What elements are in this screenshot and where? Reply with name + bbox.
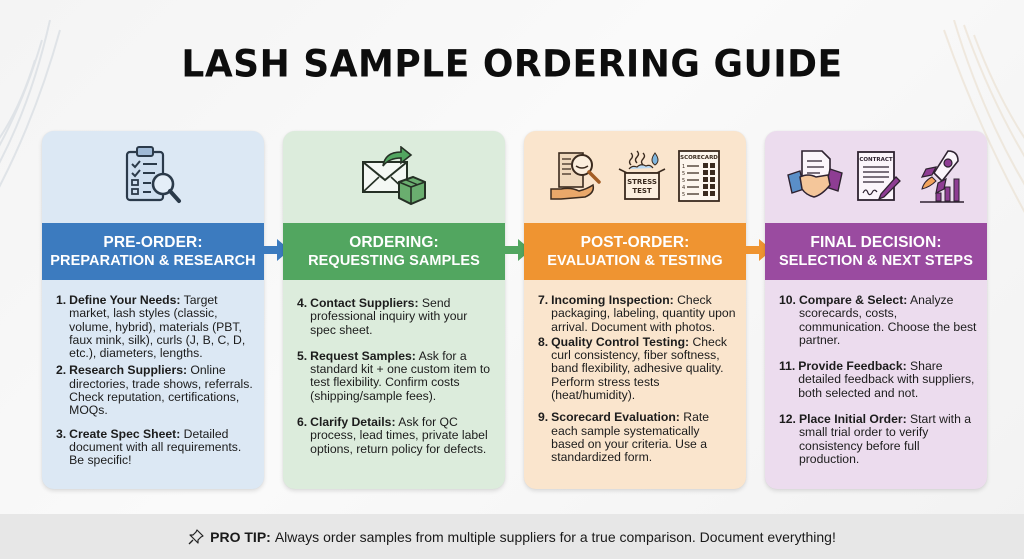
stage-steps-list: 4. Contact Suppliers: Send professional … — [297, 296, 495, 469]
stage-heading-line1: ORDERING: — [349, 233, 439, 251]
step-text: Share detailed feedback with suppliers, … — [798, 359, 975, 400]
stage-icon-area — [283, 131, 505, 223]
step-number: 4. — [297, 296, 308, 310]
stage-heading-line2: EVALUATION & TESTING — [547, 252, 723, 269]
svg-text:SCORECARD: SCORECARD — [680, 155, 718, 161]
step-item: 4. Contact Suppliers: Send professional … — [297, 296, 495, 337]
svg-text:STRESS: STRESS — [627, 178, 657, 186]
svg-text:5: 5 — [682, 171, 685, 177]
step-label: Scorecard Evaluation: — [551, 410, 680, 425]
step-item: 2. Research Suppliers: Online directorie… — [56, 364, 254, 417]
stage-card-final-decision: CONTRACT FINAL DECISION: SELECTION & NEX… — [765, 131, 987, 489]
step-text: Analyze scorecards, costs, communication… — [798, 293, 977, 347]
pro-tip-text: Always order samples from multiple suppl… — [274, 528, 836, 545]
handshake-document-icon — [787, 150, 843, 198]
step-label: Compare & Select: — [798, 293, 908, 307]
step-item: 7. Incoming Inspection: Check packaging,… — [538, 293, 736, 334]
step-number: 7. — [538, 293, 549, 307]
step-label: Provide Feedback: — [798, 359, 907, 374]
stage-card-post-order: STRESS TEST SCORECARD 1 5 5 4 5 — [524, 131, 746, 489]
step-label: Contact Suppliers: — [310, 296, 419, 310]
stress-test-box-icon: STRESS TEST — [618, 150, 666, 200]
scorecard-icon: SCORECARD 1 5 5 4 5 — [678, 150, 720, 202]
step-text: Ask for a standard kit + one custom item… — [310, 348, 491, 403]
pro-tip-label: PRO TIP: — [210, 528, 271, 545]
step-text: Rate each sample systematically based on… — [551, 410, 710, 465]
stage-card-pre-order: PRE-ORDER: PREPARATION & RESEARCH 1. Def… — [42, 131, 264, 489]
stage-icon-area — [42, 131, 264, 223]
step-number: 6. — [297, 415, 308, 430]
svg-text:5: 5 — [682, 178, 685, 184]
stage-steps-list: 10. Compare & Select: Analyze scorecards… — [779, 293, 977, 479]
step-label: Clarify Details: — [310, 415, 396, 430]
stage-steps-list: 1. Define Your Needs: Target market, las… — [56, 293, 254, 476]
stage-icon-area: CONTRACT — [765, 131, 987, 223]
inspection-magnifier-icon — [550, 152, 601, 200]
step-label: Place Initial Order: — [798, 412, 907, 427]
step-number: 3. — [56, 426, 67, 441]
step-label: Quality Control Testing: — [551, 334, 690, 349]
stage-heading-line1: POST-ORDER: — [580, 233, 690, 251]
step-number: 1. — [56, 293, 67, 307]
step-label: Create Spec Sheet: — [69, 426, 181, 441]
stages-flow: PRE-ORDER: PREPARATION & RESEARCH 1. Def… — [42, 131, 992, 489]
step-label: Research Suppliers: — [69, 363, 188, 378]
pushpin-icon — [188, 528, 204, 544]
step-text: Check packaging, labeling, quantity upon… — [551, 293, 736, 334]
step-item: 6. Clarify Details: Ask for QC process, … — [297, 415, 495, 456]
contract-signing-icon: CONTRACT — [857, 151, 901, 201]
stage-heading-line1: FINAL DECISION: — [810, 233, 942, 251]
step-number: 8. — [538, 334, 549, 349]
step-text: Detailed document with all requirements.… — [69, 426, 242, 468]
stage-heading: FINAL DECISION: SELECTION & NEXT STEPS — [765, 223, 987, 280]
step-item: 8. Quality Control Testing: Check curl c… — [538, 334, 736, 403]
step-text: Check curl consistency, fiber softness, … — [551, 334, 728, 403]
svg-text:TEST: TEST — [632, 187, 652, 195]
envelope-package-send-icon — [362, 146, 426, 206]
step-text: Online directories, trade shows, referra… — [69, 363, 253, 418]
step-item: 5. Request Samples: Ask for a standard k… — [297, 348, 495, 403]
step-item: 3. Create Spec Sheet: Detailed document … — [56, 426, 254, 468]
step-item: 11. Provide Feedback: Share detailed fee… — [779, 360, 977, 400]
stage-heading: PRE-ORDER: PREPARATION & RESEARCH — [42, 223, 264, 280]
stage-steps-list: 7. Incoming Inspection: Check packaging,… — [538, 293, 736, 473]
step-number: 5. — [297, 348, 308, 363]
stage-heading-line1: PRE-ORDER: — [103, 233, 203, 251]
step-text: Start with a small trial order to verify… — [798, 412, 972, 466]
step-text: Send professional inquiry with your spec… — [310, 296, 468, 337]
svg-text:1: 1 — [682, 164, 685, 170]
step-text: Ask for QC process, lead times, private … — [310, 415, 488, 456]
step-text: Target market, lash styles (classic, vol… — [69, 293, 246, 361]
step-number: 9. — [538, 410, 549, 425]
stage-heading: ORDERING: REQUESTING SAMPLES — [283, 223, 505, 280]
stage-heading-line2: SELECTION & NEXT STEPS — [779, 252, 973, 269]
svg-text:CONTRACT: CONTRACT — [859, 157, 893, 163]
page-title: LASH SAMPLE ORDERING GUIDE — [181, 42, 843, 87]
step-number: 2. — [56, 363, 67, 378]
step-number: 11. — [779, 359, 796, 374]
pro-tip-bar: PRO TIP: Always order samples from multi… — [0, 514, 1024, 559]
stage-heading: POST-ORDER: EVALUATION & TESTING — [524, 223, 746, 280]
step-number: 10. — [779, 293, 796, 307]
step-label: Define Your Needs: — [69, 293, 181, 307]
step-label: Incoming Inspection: — [551, 293, 674, 307]
stage-heading-line2: PREPARATION & RESEARCH — [50, 252, 256, 269]
step-item: 9. Scorecard Evaluation: Rate each sampl… — [538, 411, 736, 464]
step-item: 12. Place Initial Order: Start with a sm… — [779, 412, 977, 466]
rocket-growth-icon — [920, 150, 964, 203]
stage-heading-line2: REQUESTING SAMPLES — [308, 252, 480, 269]
step-item: 10. Compare & Select: Analyze scorecards… — [779, 293, 977, 347]
svg-text:4: 4 — [682, 185, 685, 191]
step-number: 12. — [779, 412, 796, 427]
stage-icon-area: STRESS TEST SCORECARD 1 5 5 4 5 — [524, 131, 746, 223]
stage-card-ordering: ORDERING: REQUESTING SAMPLES 4. Contact … — [283, 131, 505, 489]
clipboard-checklist-magnifier-icon — [125, 146, 181, 203]
step-item: 1. Define Your Needs: Target market, las… — [56, 293, 254, 361]
svg-text:5: 5 — [682, 192, 685, 198]
step-label: Request Samples: — [310, 348, 416, 363]
